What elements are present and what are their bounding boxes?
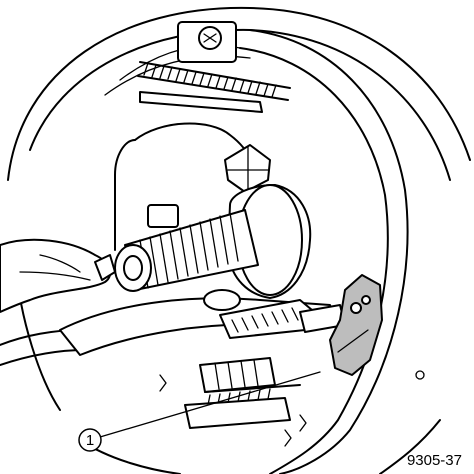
adjuster-lever <box>329 274 383 376</box>
upper-return-spring <box>137 61 291 113</box>
callout-1-number: 1 <box>86 432 94 449</box>
backing-plate-holes <box>159 370 425 447</box>
threaded-spindle <box>114 204 259 292</box>
anchor-pin <box>177 21 237 63</box>
lower-adjuster-spring <box>184 357 301 429</box>
callout-1: 1 <box>78 371 321 452</box>
hub-body <box>114 122 312 299</box>
figure-id: 9305-37 <box>407 452 462 469</box>
pliers-tool <box>59 289 346 356</box>
callout-1-leader <box>99 371 321 438</box>
callout-1-circle <box>78 428 102 452</box>
